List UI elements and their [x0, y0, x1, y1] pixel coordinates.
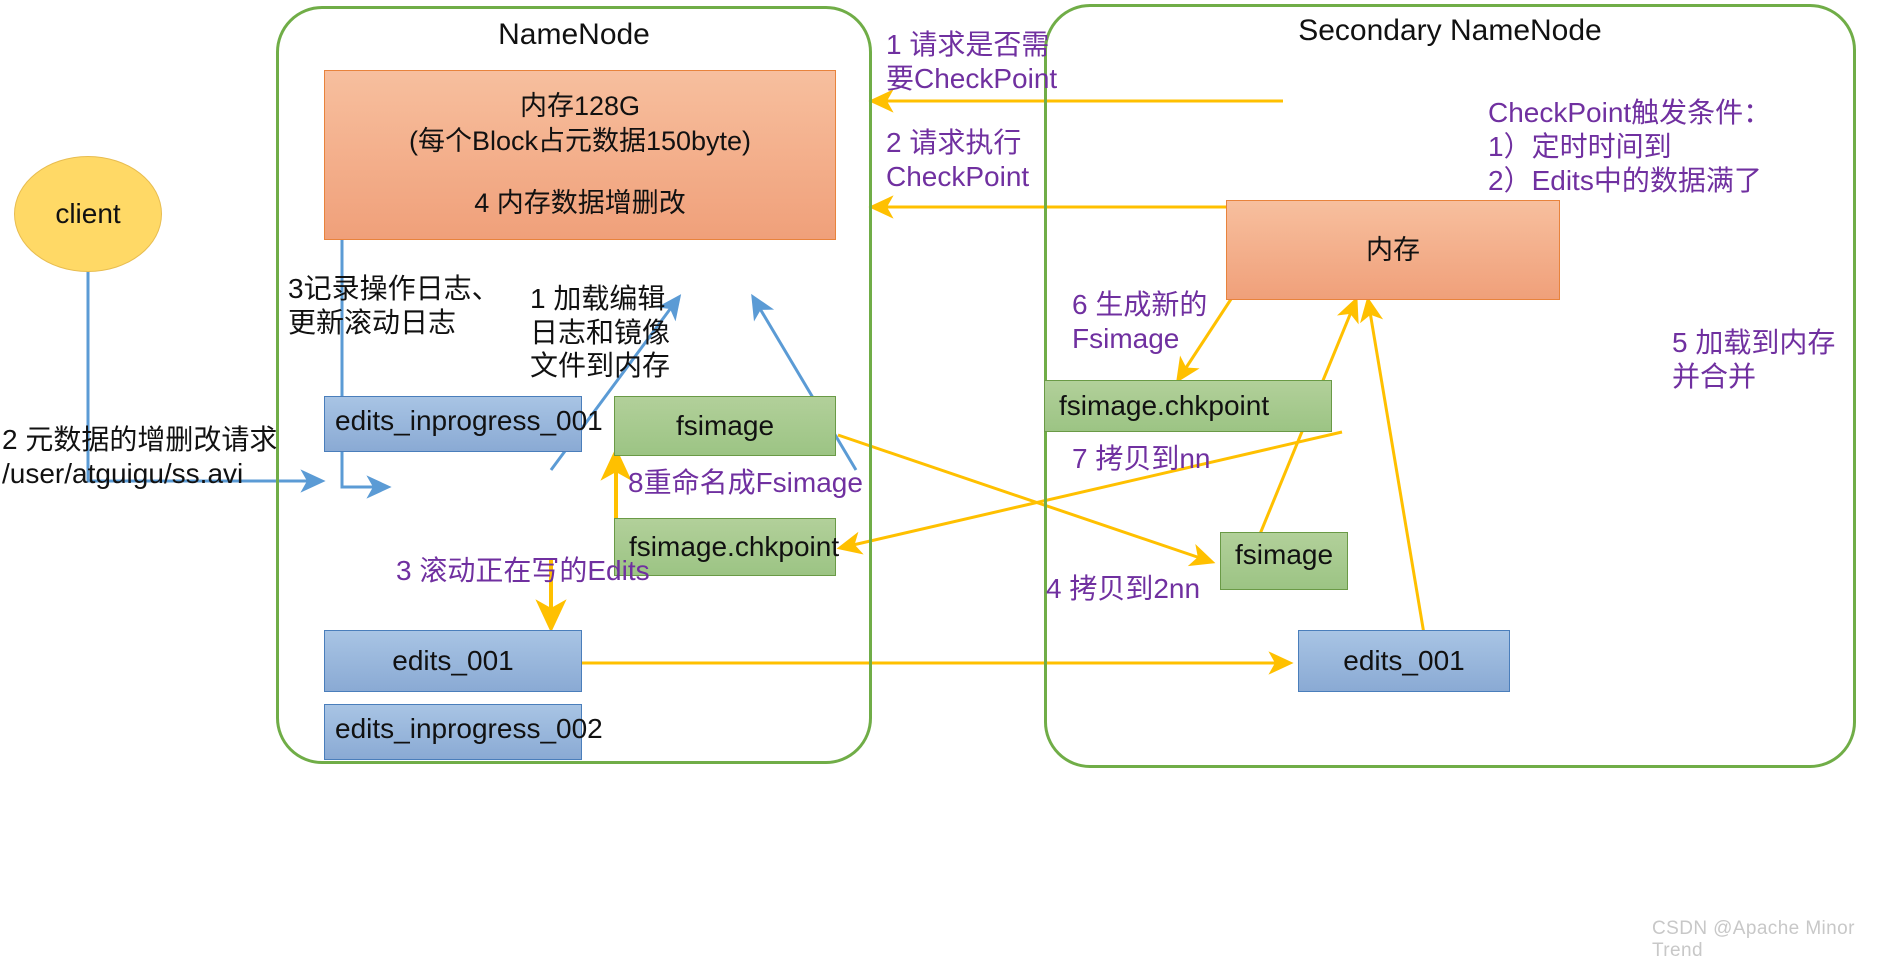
namenode-title: NameNode [498, 18, 650, 51]
namenode-edits-inprogress-001: edits_inprogress_001 [324, 396, 603, 452]
step6-new-fsimage-label: 6 生成新的 Fsimage [1072, 289, 1208, 355]
memory-line-3: 4 内存数据增删改 [474, 188, 686, 219]
namenode-panel [276, 6, 872, 764]
namenode-fsimage-chkpoint: fsimage.chkpoint [614, 518, 840, 576]
step1-load-label: 1 加载编辑 日志和镜像 文件到内存 [530, 283, 671, 382]
secondary-edits-001-label: edits_001 [1343, 645, 1465, 677]
client-node[interactable]: client [14, 156, 162, 272]
step1-need-checkpoint-label: 1 请求是否需 要CheckPoint [886, 29, 1058, 95]
edits-001-label: edits_001 [392, 645, 514, 677]
fsimage-chkpoint-label: fsimage.chkpoint [629, 531, 840, 563]
secondary-fsimage-chkpoint: fsimage.chkpoint [1044, 380, 1332, 432]
edits-inprogress-002-label: edits_inprogress_002 [335, 713, 603, 744]
client-label: client [55, 198, 121, 229]
edits-inprogress-001-label: edits_inprogress_001 [335, 405, 603, 436]
fsimage-label: fsimage [675, 410, 775, 442]
namenode-memory-box: 内存128G (每个Block占元数据150byte) 4 内存数据增删改 [324, 70, 836, 240]
secondary-namenode-title: Secondary NameNode [1298, 14, 1602, 47]
memory-line-1: 内存128G [519, 91, 641, 122]
secondary-memory-box: 内存 [1226, 200, 1560, 300]
step5-load-merge-label: 5 加载到内存 并合并 [1672, 327, 1836, 393]
checkpoint-conditions-label: CheckPoint触发条件： 1）定时时间到 2）Edits中的数据满了 [1488, 97, 1772, 197]
secondary-memory-label: 内存 [1366, 234, 1420, 265]
secondary-fsimage: fsimage [1220, 532, 1348, 590]
secondary-fsimage-chkpoint-label: fsimage.chkpoint [1059, 390, 1270, 422]
namenode-fsimage: fsimage [614, 396, 836, 456]
step3-record-log-label: 3记录操作日志、 更新滚动日志 [288, 273, 500, 338]
namenode-edits-inprogress-002: edits_inprogress_002 [324, 704, 603, 760]
step4-copy-to-2nn-label: 4 拷贝到2nn [1046, 573, 1201, 604]
step2-do-checkpoint-label: 2 请求执行 CheckPoint [886, 127, 1030, 193]
step8-rename-label: 8重命名成Fsimage [628, 467, 863, 498]
secondary-fsimage-label: fsimage [1235, 539, 1334, 570]
csdn-watermark: CSDN @Apache Minor Trend [1652, 918, 1855, 961]
step7-copy-to-nn-label: 7 拷贝到nn [1072, 443, 1211, 474]
memory-line-2: (每个Block占元数据150byte) [408, 125, 752, 156]
namenode-edits-001: edits_001 [324, 630, 582, 692]
step3-roll-edits-label: 3 滚动正在写的Edits [396, 555, 650, 586]
secondary-edits-001: edits_001 [1298, 630, 1510, 692]
step2-client-request-label: 2 元数据的增删改请求 /user/atguigu/ss.avi [2, 424, 278, 489]
